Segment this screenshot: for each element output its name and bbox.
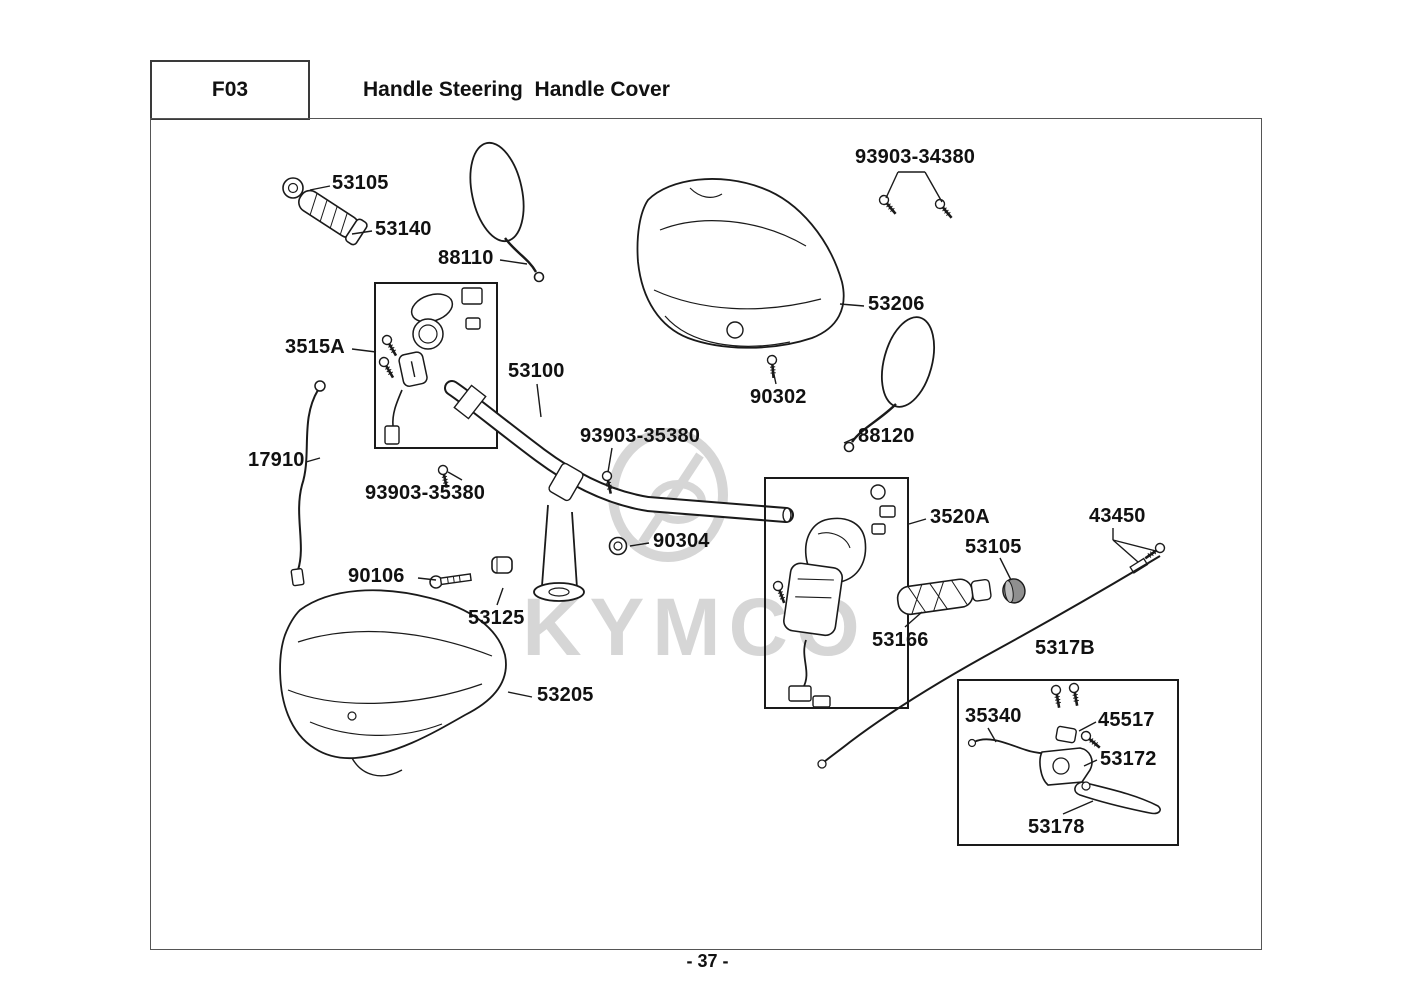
page-title: Handle Steering Handle Cover	[363, 78, 670, 101]
bolt-90106	[429, 573, 472, 589]
part-label-53205: 53205	[537, 684, 594, 706]
part-label-90304: 90304	[653, 530, 710, 552]
part-label-17910: 17910	[248, 449, 305, 471]
part-label-53172: 53172	[1100, 748, 1157, 770]
screw-3515A-b	[376, 354, 399, 382]
part-label-43450: 43450	[1089, 505, 1146, 527]
part-label-3520A: 3520A	[930, 506, 990, 528]
part-label-53178: 53178	[1028, 816, 1085, 838]
part-label-35340: 35340	[965, 705, 1022, 727]
left-grip	[298, 189, 368, 246]
part-label-45517: 45517	[1098, 709, 1155, 731]
ignition-switch-assembly	[384, 287, 483, 445]
part-label-5317B: 5317B	[1035, 637, 1095, 659]
callout-box-3515A	[374, 282, 498, 449]
diagram-frame	[150, 118, 1262, 950]
part-label-53206: 53206	[868, 293, 925, 315]
screw-5317B-a	[1049, 683, 1065, 710]
right-switch-assembly	[783, 484, 896, 708]
left-mirror	[469, 141, 545, 283]
part-label-53105-left: 53105	[332, 172, 389, 194]
part-label-88120: 88120	[858, 425, 915, 447]
part-label-93903-35380-upper: 93903-35380	[580, 425, 701, 447]
section-code-box: F03	[150, 60, 310, 120]
right-grip-cap	[1002, 578, 1026, 604]
section-code: F03	[211, 78, 249, 101]
part-label-53166: 53166	[872, 629, 929, 651]
right-grip	[896, 578, 992, 616]
screw-90302	[765, 353, 780, 380]
part-label-53100: 53100	[508, 360, 565, 382]
part-label-93903-35380-lower: 93903-35380	[365, 482, 486, 504]
part-label-53140: 53140	[375, 218, 432, 240]
bushing-53125	[491, 556, 513, 574]
right-mirror	[843, 316, 935, 453]
screw-5317B-b	[1067, 681, 1083, 708]
screw-3515A-a	[379, 332, 402, 360]
throttle-cable-43450	[817, 540, 1168, 769]
left-grip-cap	[282, 177, 304, 199]
part-label-93903-34380: 93903-34380	[855, 146, 976, 168]
part-label-53125: 53125	[468, 607, 525, 629]
leader-lines	[305, 171, 1157, 815]
part-label-3515A: 3515A	[285, 336, 345, 358]
throttle-cable-17910	[290, 380, 326, 587]
front-handle-cover	[279, 589, 507, 777]
nut-90304	[608, 536, 628, 556]
callout-box-5317B	[957, 679, 1179, 846]
part-label-53105-right: 53105	[965, 536, 1022, 558]
part-label-88110: 88110	[438, 247, 494, 269]
brake-lever-assembly	[967, 725, 1161, 815]
screw-93903-34380-a	[876, 192, 901, 218]
screw-93903-34380-b	[932, 196, 957, 222]
part-label-90302: 90302	[750, 386, 807, 408]
rear-handle-cover	[636, 178, 845, 349]
handlebar	[444, 380, 794, 602]
part-label-90106: 90106	[348, 565, 405, 587]
page-number: - 37 -	[686, 951, 729, 971]
